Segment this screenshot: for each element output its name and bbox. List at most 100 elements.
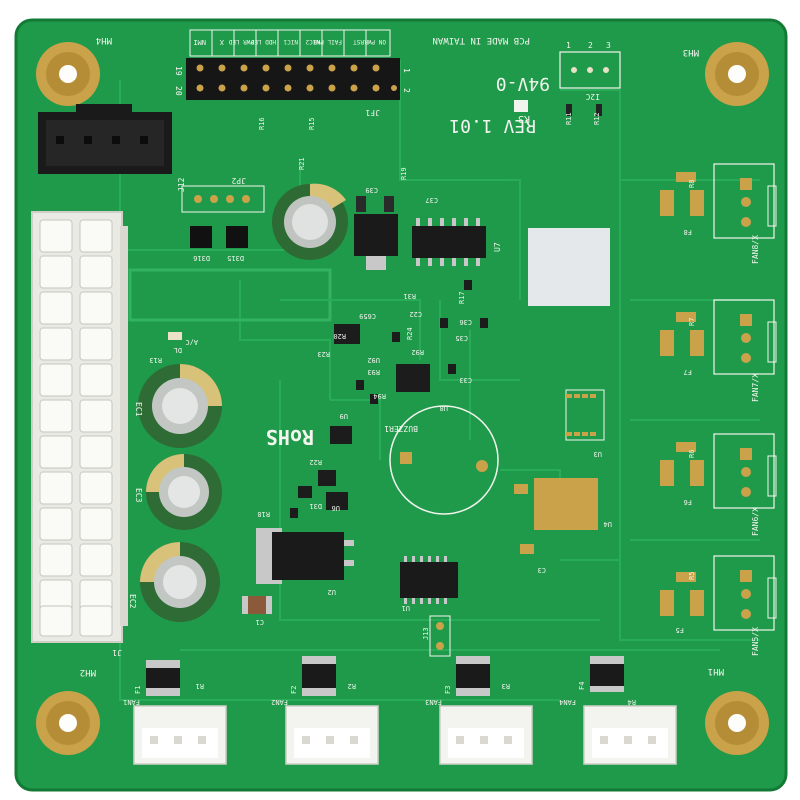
label-hdr-fail-pwr: FAIL PWR — [313, 38, 342, 45]
label-d316: D316 — [193, 254, 210, 262]
label-grade: 94V-0 — [496, 73, 550, 94]
chip-u1 — [400, 556, 458, 604]
label-j13: J13 — [422, 627, 430, 640]
label-ec2: EC2 — [128, 594, 137, 609]
label-r2: R2 — [348, 682, 356, 690]
label-mh3: MH3 — [683, 47, 699, 57]
label-r3: R3 — [502, 682, 510, 690]
label-c3: C3 — [538, 566, 546, 574]
label-k3: K3 — [518, 113, 530, 124]
chip-u7 — [412, 218, 486, 266]
label-r7: R7 — [688, 318, 696, 326]
j13-header — [429, 615, 451, 657]
label-r4: R4 — [628, 698, 636, 706]
front-panel-header-jf1 — [186, 29, 400, 100]
label-hdr-hdd-led: HDD LED — [250, 38, 276, 45]
resistors-r11-r12 — [566, 104, 602, 116]
mounting-hole-mh3 — [705, 42, 769, 106]
ul-logo — [514, 100, 528, 112]
label-hdr-x: X — [219, 38, 224, 46]
label-jf1: JF1 — [365, 108, 380, 117]
label-r24: R24 — [406, 327, 414, 340]
label-r21: R21 — [298, 157, 306, 170]
label-pin20: 20 — [174, 86, 183, 96]
label-c35: C35 — [455, 334, 468, 342]
label-i2c-1: 1 — [566, 41, 571, 50]
label-r22: R22 — [309, 458, 322, 466]
pcb-edge-shade — [14, 18, 788, 792]
label-u9: U9 — [340, 412, 348, 420]
label-j12: J12 — [177, 177, 186, 192]
label-fan6: FAN6/X — [751, 507, 760, 536]
fan2-connector — [285, 705, 379, 765]
j1-atx-power-connector — [31, 211, 128, 643]
label-r11: R11 — [565, 112, 573, 125]
label-c1: C1 — [256, 618, 264, 626]
capacitor-c1 — [242, 596, 272, 614]
chip-u3 — [565, 389, 605, 441]
i2c-connector — [559, 51, 621, 89]
label-i2c-3: 3 — [606, 41, 611, 50]
j12-black-connector — [38, 104, 172, 174]
label-u3: U3 — [594, 450, 602, 458]
fuse-pads-right — [660, 172, 704, 616]
label-u7: U7 — [493, 242, 502, 252]
label-r93: R93 — [367, 368, 380, 376]
label-hdr-nic1: NIC1 — [283, 38, 298, 45]
pad-u4-side — [514, 484, 528, 494]
label-r92: R92 — [411, 348, 424, 356]
label-hdr-pwr-led: PWR LED — [228, 38, 254, 45]
label-mh2: MH2 — [80, 667, 96, 677]
label-r94: R94 — [373, 392, 386, 400]
regulator-u2 — [256, 528, 354, 584]
label-r1: R1 — [196, 682, 204, 690]
label-f5: F5 — [676, 626, 684, 634]
label-hdr-nic2: NIC2 — [305, 38, 320, 45]
label-c36: C36 — [459, 318, 472, 326]
label-fan1: FAN1 — [123, 698, 140, 706]
led-dl — [168, 332, 182, 340]
label-rev: REV 1.01 — [449, 115, 536, 136]
label-pin19: 19 — [174, 66, 183, 76]
label-fan4: FAN4 — [559, 698, 576, 706]
label-fan2: FAN2 — [271, 698, 288, 706]
mounting-hole-mh4 — [36, 42, 100, 106]
pad-u4 — [534, 478, 598, 530]
fan7-connector — [713, 299, 777, 375]
label-r12: R12 — [593, 112, 601, 125]
label-r18: R18 — [257, 510, 270, 518]
label-f2: F2 — [290, 686, 298, 694]
label-hdr-nmi: NMI — [193, 38, 206, 46]
label-f7: F7 — [684, 368, 692, 376]
jp2-jumper — [181, 185, 265, 213]
fan6-connector — [713, 433, 777, 509]
label-c39: C39 — [365, 186, 378, 194]
capacitor-ec1 — [138, 364, 222, 448]
small-smd-parts-middle — [290, 280, 488, 518]
label-u2: U2 — [328, 588, 336, 596]
label-ec1: EC1 — [134, 402, 143, 417]
label-i2c: I2C — [585, 92, 600, 101]
label-c37: C37 — [425, 196, 438, 204]
label-r17: R17 — [458, 291, 466, 304]
fan3-connector — [439, 705, 533, 765]
label-pcb-made: PCB MADE IN TAIWAN — [432, 35, 530, 45]
label-r8: R8 — [688, 180, 696, 188]
label-j1: J1 — [112, 648, 122, 657]
fan4-connector — [583, 705, 677, 765]
label-mh1: MH1 — [708, 666, 724, 676]
label-r31: R31 — [403, 292, 416, 300]
label-ec3: EC3 — [134, 488, 143, 503]
label-r13: R13 — [149, 356, 162, 364]
label-pin2: 2 — [402, 88, 411, 93]
fan5-connector — [713, 555, 777, 631]
label-fan8: FAN8/X — [751, 235, 760, 264]
label-r23: R23 — [317, 350, 330, 358]
label-jp2: JP2 — [231, 176, 246, 185]
label-c659: C659 — [359, 312, 376, 320]
label-u1: U1 — [402, 604, 410, 612]
label-dl: DL — [174, 346, 182, 354]
label-fan5: FAN5/X — [751, 627, 760, 656]
label-r16: R16 — [258, 117, 266, 130]
